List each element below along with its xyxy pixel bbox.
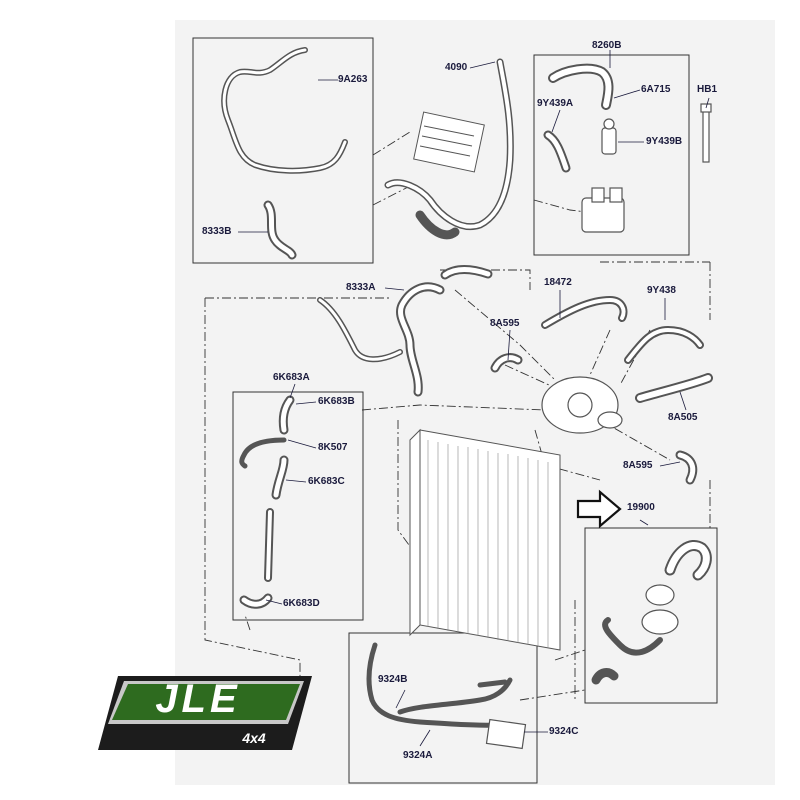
leader-lines xyxy=(238,50,710,747)
label-9Y439B: 9Y439B xyxy=(646,136,683,147)
label-9Y438: 9Y438 xyxy=(647,285,676,296)
logo-sub-text: 4x4 xyxy=(242,730,266,746)
label-6K683B: 6K683B xyxy=(318,396,355,407)
radiator-fins xyxy=(427,440,549,648)
pipe-19900-lower xyxy=(602,617,663,656)
label-9324C: 9324C xyxy=(549,726,579,737)
hose-8333A xyxy=(396,265,493,397)
water-pump xyxy=(541,376,623,434)
pipe-9324 xyxy=(366,642,513,728)
label-9324A: 9324A xyxy=(403,750,433,761)
thermostat-19900 xyxy=(641,584,679,635)
box-6K683 xyxy=(232,391,364,621)
label-9324B: 9324B xyxy=(378,674,408,685)
box-9324 xyxy=(348,632,538,784)
box-9A263 xyxy=(192,37,374,264)
label-HB1: HB1 xyxy=(697,84,718,95)
sensor-HB1 xyxy=(700,103,712,163)
label-6K683A: 6K683A xyxy=(273,372,310,383)
label-9A263: 9A263 xyxy=(338,74,368,85)
label-8A595-bottom: 8A595 xyxy=(623,460,653,471)
label-4090: 4090 xyxy=(445,62,468,73)
box-8260B xyxy=(533,54,690,256)
label-6K683C: 6K683C xyxy=(308,476,345,487)
thermostat-housing xyxy=(581,187,625,233)
pipe-8K507 xyxy=(239,437,287,469)
pointer-arrow xyxy=(576,489,622,529)
label-19900: 19900 xyxy=(627,502,655,513)
oil-cooler xyxy=(413,111,485,173)
radiator xyxy=(409,428,561,651)
label-8260B: 8260B xyxy=(592,40,622,51)
logo-main-text: JLE xyxy=(155,677,241,721)
label-18472: 18472 xyxy=(544,277,572,288)
label-8333A: 8333A xyxy=(346,282,376,293)
label-6K683D: 6K683D xyxy=(283,598,320,609)
cooler-9324 xyxy=(485,718,527,750)
label-9Y439A: 9Y439A xyxy=(537,98,574,109)
label-6A715: 6A715 xyxy=(641,84,671,95)
label-8A595-top: 8A595 xyxy=(490,318,520,329)
box-19900 xyxy=(584,527,718,704)
label-8K507: 8K507 xyxy=(318,442,348,453)
fitting-9Y439B xyxy=(601,118,617,155)
label-8A505: 8A505 xyxy=(668,412,698,423)
jle-logo xyxy=(98,676,312,750)
label-8333B: 8333B xyxy=(202,226,232,237)
